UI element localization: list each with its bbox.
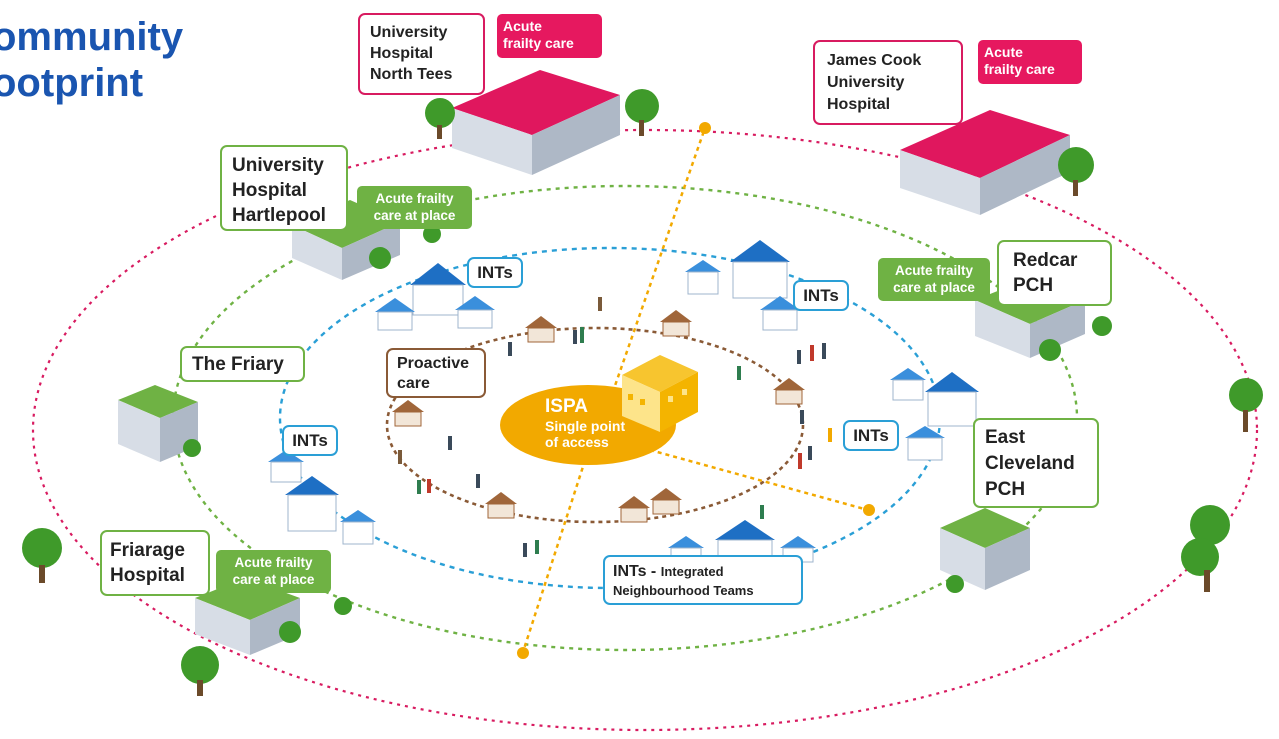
ints-legend-full: Integrated: [660, 564, 724, 579]
spoke-south: [521, 444, 592, 653]
acute-frailty-tag: Acute frailty care at place: [216, 550, 331, 593]
page-title: ommunity ootprint: [0, 14, 183, 106]
ispa-building-icon: [622, 355, 698, 432]
tag-line: care at place: [232, 572, 315, 587]
ispa-title: ISPA: [545, 396, 588, 417]
ispa-line: Single point: [545, 418, 626, 434]
label-line: care: [397, 375, 430, 392]
label-line: PCH: [1013, 275, 1054, 296]
hospital-label-redcar: Redcar PCH: [997, 240, 1112, 306]
house-cluster-icon: [890, 368, 979, 461]
ints-label-text: INTs: [292, 431, 328, 450]
label-line: Redcar: [1013, 250, 1078, 271]
spoke-north: [608, 127, 707, 401]
ints-legend-full: Neighbourhood Teams: [613, 583, 754, 598]
label-line: Hospital: [232, 180, 307, 201]
label-line: University: [370, 24, 448, 41]
spoke-node: [699, 122, 711, 134]
label-line: Hospital: [370, 45, 434, 62]
ints-label-text: INTs: [477, 263, 513, 282]
ispa-line: of access: [545, 434, 609, 450]
label-line: North Tees: [370, 66, 453, 83]
acute-frailty-tag: Acute frailty care: [497, 14, 602, 58]
label-line: Friarage: [110, 540, 185, 561]
ints-legend-abbr: INTs -: [613, 563, 661, 580]
hospital-building-icon: [452, 70, 620, 175]
small-house-icons: [392, 310, 805, 523]
tag-line: Acute frailty: [375, 191, 454, 206]
tag-line: frailty care: [503, 35, 574, 51]
page-title-line: ommunity: [0, 15, 184, 59]
ispa-label: ISPA Single point of access: [545, 396, 625, 450]
tag-line: Acute: [503, 18, 542, 34]
label-line: Cleveland: [985, 453, 1075, 474]
label-line: The Friary: [192, 354, 284, 375]
label-line: James Cook: [827, 52, 922, 69]
tag-line: care at place: [373, 208, 456, 223]
hospital-label-friarage: Friarage Hospital: [100, 530, 210, 596]
acute-frailty-tag: Acute frailty care at place: [878, 258, 990, 301]
house-cluster-icon: [375, 263, 495, 331]
ints-label-text: INTs: [853, 426, 889, 445]
spoke-node: [517, 647, 529, 659]
hospital-label-the-friary: The Friary: [180, 346, 305, 382]
tree-icons: [22, 89, 1263, 696]
proactive-care-label: Proactive care: [386, 348, 486, 398]
label-line: University: [232, 155, 324, 176]
label-line: University: [827, 74, 905, 91]
hospital-building-icon: [940, 508, 1030, 590]
tag-line: care at place: [893, 280, 975, 295]
ints-label: INTs: [282, 425, 338, 456]
label-line: East: [985, 427, 1026, 448]
label-line: Hartlepool: [232, 205, 326, 226]
ints-label: INTs: [467, 257, 523, 288]
house-cluster-icon: [685, 240, 800, 331]
proactive-care-ring: [385, 326, 805, 524]
label-line: PCH: [985, 479, 1026, 500]
spoke-east: [649, 448, 869, 512]
label-line: Hospital: [110, 565, 185, 586]
hospital-label-east-cleveland: East Cleveland PCH: [973, 418, 1099, 508]
ints-label-text: INTs: [803, 286, 839, 305]
acute-frailty-tag: Acute frailty care: [978, 40, 1082, 84]
ints-legend-label: INTs - Integrated Neighbourhood Teams: [603, 555, 803, 605]
people-icons: [398, 297, 832, 557]
acute-frailty-tag: Acute frailty care at place: [357, 186, 472, 229]
hospital-label-north-tees: University Hospital North Tees: [358, 13, 485, 95]
page-title-line: ootprint: [0, 61, 144, 105]
label-line: Proactive: [397, 355, 470, 372]
tag-line: Acute: [984, 44, 1023, 60]
hospital-label-james-cook: James Cook University Hospital: [813, 40, 963, 125]
ints-label: INTs: [843, 420, 899, 451]
hospital-label-hartlepool: University Hospital Hartlepool: [220, 145, 348, 231]
tag-line: frailty care: [984, 61, 1055, 77]
hospital-building-icon: [900, 110, 1070, 215]
spoke-node: [863, 504, 875, 516]
acute-care-ring: [31, 128, 1259, 732]
tag-line: Acute frailty: [234, 555, 313, 570]
house-cluster-icon: [268, 450, 376, 545]
tag-line: Acute frailty: [894, 263, 974, 278]
label-line: Hospital: [827, 96, 891, 113]
ints-label: INTs: [793, 280, 849, 311]
